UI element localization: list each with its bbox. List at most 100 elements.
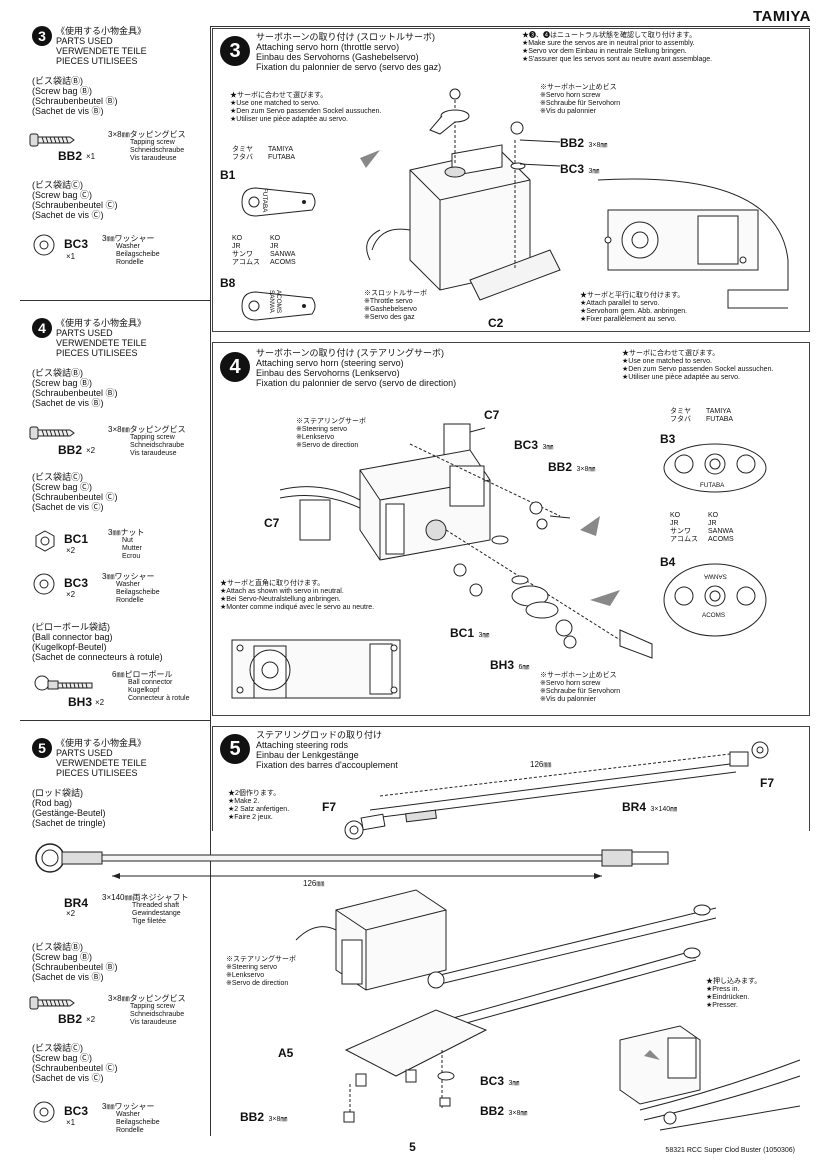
step-title-en: Attaching servo horn (throttle servo) xyxy=(256,42,400,52)
rod-length-label: 126㎜ xyxy=(300,879,328,888)
header-rule xyxy=(210,26,810,27)
steering-servo-detail-view xyxy=(231,639,401,699)
part-label-c2: C2 xyxy=(488,316,504,330)
step-number-badge: 4 xyxy=(32,318,52,338)
washer-icon xyxy=(33,234,55,256)
desc-en: Washer xyxy=(116,243,140,250)
step-title: サーボホーンの取り付け (スロットルサーボ) Attaching servo h… xyxy=(256,32,441,72)
desc-jp: 6㎜ピローボール xyxy=(112,670,173,679)
brand-en: JR xyxy=(708,520,717,527)
bag-label-en: (Screw bag Ⓒ) xyxy=(32,1053,93,1063)
parallel-note: ★サーボと平行に取り付けます。 ★Attach parallel to serv… xyxy=(580,292,687,324)
part-size: 3㎜ xyxy=(478,632,490,639)
part-description: 6㎜ピローボール Ball connector Kugelkopf Connec… xyxy=(112,670,189,703)
section-divider xyxy=(20,720,210,721)
bag-label-jp: (ビス袋詰Ⓒ) xyxy=(32,1043,83,1053)
bag-label: (ビス袋詰Ⓑ) (Screw bag Ⓑ) (Schraubenbeutel Ⓑ… xyxy=(32,368,207,408)
note-en: ★Use one matched to servo. xyxy=(230,100,320,107)
steering-rod-assembly xyxy=(344,741,769,840)
bag-label: (ビス袋詰Ⓒ) (Screw bag Ⓒ) (Schraubenbeutel Ⓒ… xyxy=(32,180,118,220)
note-en: ★Attach parallel to servo. xyxy=(580,300,660,307)
parts-title-fr: PIECES UTILISEES xyxy=(56,768,138,778)
parts-title-de: VERWENDETE TEILE xyxy=(56,46,147,56)
callout-bc3: BC3 3㎜ xyxy=(560,160,599,178)
bag-label-fr: (Sachet de vis Ⓒ) xyxy=(32,1073,104,1083)
parts-title-en: PARTS USED xyxy=(56,36,113,46)
desc-en: Tapping screw xyxy=(130,139,175,146)
part-qty: ×2 xyxy=(95,698,105,707)
note-fr: ★Faire 2 jeux. xyxy=(228,814,273,821)
desc-fr: Rondelle xyxy=(116,259,144,266)
brand-en: ACOMS xyxy=(708,536,734,543)
part-size: 3㎜ xyxy=(508,1080,520,1087)
part-label-b1: B1 xyxy=(220,168,236,182)
throttle-servo-label: ※スロットルサーボ ※Throttle servo ※Gashebelservo… xyxy=(364,290,427,322)
step-4-panel xyxy=(212,342,810,716)
tapping-screw-icon xyxy=(29,426,75,440)
part-code: BR4 xyxy=(64,896,89,910)
washer-icon xyxy=(33,1101,55,1123)
ball-connector-icon xyxy=(34,675,93,691)
part-label-f7: F7 xyxy=(322,800,337,814)
parts-title-jp: 《使用する小物金具》 xyxy=(56,318,147,328)
bag-label-fr: (Sachet de tringle) xyxy=(32,818,106,828)
desc-jp: 3×140㎜両ネジシャフト xyxy=(102,893,189,902)
bag-label-en: (Screw bag Ⓒ) xyxy=(32,482,93,492)
parts-title-fr: PIECES UTILISEES xyxy=(56,348,138,358)
desc-de: Mutter xyxy=(122,545,142,552)
part-code: BC3 xyxy=(64,1104,89,1118)
note-de: ★Servohorn gem. Abb. anbringen. xyxy=(580,308,688,315)
part-code: BR4 xyxy=(622,800,647,814)
part-qty: ×2 xyxy=(86,446,96,455)
desc-de: Schneidschraube xyxy=(130,147,185,154)
neutral-note: ★❸、❹はニュートラル状態を確認して取り付けます。 ★Make sure the… xyxy=(522,32,712,64)
bag-label-fr: (Sachet de vis Ⓑ) xyxy=(32,972,104,982)
step-title-en: Attaching servo horn (steering servo) xyxy=(256,358,404,368)
servo-horn-b4 xyxy=(663,563,767,637)
bag-label-fr: (Sachet de vis Ⓒ) xyxy=(32,502,104,512)
bag-label-fr: (Sachet de vis Ⓒ) xyxy=(32,210,104,220)
desc-en: Ball connector xyxy=(128,679,173,686)
brand-en: FUTABA xyxy=(268,154,296,161)
bag-label-jp: (ビス袋詰Ⓑ) xyxy=(32,368,83,378)
part-description: 3×8㎜タッピングビス Tapping screw Schneidschraub… xyxy=(108,130,186,163)
section-divider xyxy=(20,300,210,301)
step-5-panel xyxy=(212,726,810,831)
part-code: BC3 xyxy=(480,1074,505,1088)
callout-bb2: BB2 3×8㎜ xyxy=(240,1108,287,1126)
note-jp: ★サーボと平行に取り付けます。 xyxy=(580,292,685,299)
part-size: 3㎜ xyxy=(542,444,554,451)
parts-title-de: VERWENDETE TEILE xyxy=(56,758,147,768)
desc-fr: Connecteur à rotule xyxy=(128,695,190,702)
desc-de: Kugelkopf xyxy=(128,687,160,694)
note-de: ★Eindrücken. xyxy=(706,994,750,1001)
callout-lines xyxy=(519,139,561,167)
desc-fr: Rondelle xyxy=(116,597,144,604)
note-jp: ★サーボに合わせて選びます。 xyxy=(230,92,328,99)
desc-en: Tapping screw xyxy=(130,434,175,441)
brand-logo: TAMIYA xyxy=(752,8,811,25)
parallel-detail-view xyxy=(597,178,789,309)
note-de: ★2 Satz anfertigen. xyxy=(228,806,290,813)
desc-en: Nut xyxy=(122,537,133,544)
make-two-note: ★2個作ります。 ★Make 2. ★2 Satz anfertigen. ★F… xyxy=(228,790,289,822)
callout-br4: BR4 3×140㎜ xyxy=(622,798,677,816)
label-fr: ※Vis du palonnier xyxy=(540,108,596,115)
step-title: ステアリングロッドの取り付け Attaching steering rods E… xyxy=(256,730,398,770)
part-description: 3㎜ワッシャー Washer Beilagscheibe Rondelle xyxy=(102,572,160,605)
note-en: ★Attach as shown with servo in neutral. xyxy=(220,588,344,595)
note-fr: ★Utiliser une pièce adaptée au servo. xyxy=(230,116,348,123)
brand-jp: JR xyxy=(232,243,241,250)
part-code: BC3 xyxy=(514,438,539,452)
desc-jp: 3㎜ワッシャー xyxy=(102,572,155,581)
bag-label: (ビス袋詰Ⓒ) (Screw bag Ⓒ) (Schraubenbeutel Ⓒ… xyxy=(32,472,118,512)
bag-label-fr: (Sachet de vis Ⓑ) xyxy=(32,398,104,408)
note-de: ★Den zum Servo passenden Sockel aussuche… xyxy=(230,108,382,115)
bag-label-jp: (ビス袋詰Ⓑ) xyxy=(32,76,83,86)
label-jp: ※サーボホーン止めビス xyxy=(540,84,617,91)
desc-de: Gewindestange xyxy=(132,910,181,917)
bag-label-de: (Schraubenbeutel Ⓑ) xyxy=(32,962,118,972)
brand-en: KO xyxy=(270,235,281,242)
servo-horn-b3 xyxy=(663,443,767,493)
